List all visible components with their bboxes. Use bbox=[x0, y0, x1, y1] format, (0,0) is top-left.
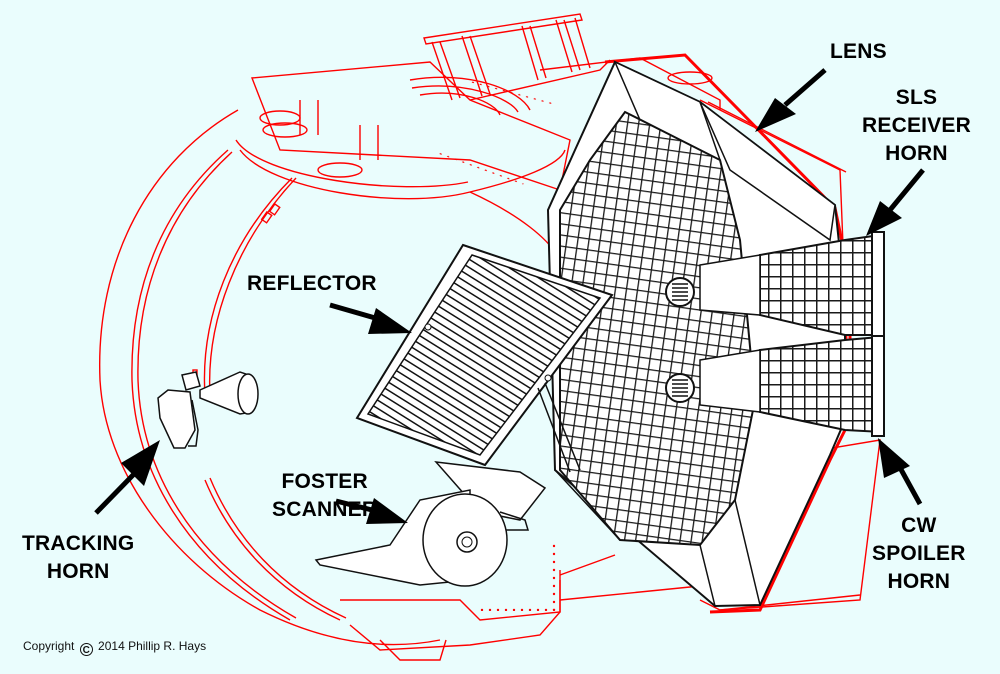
label-line: LENS bbox=[830, 40, 887, 63]
label-line: SPOILER bbox=[872, 542, 966, 565]
housing-rivets bbox=[438, 78, 560, 611]
label-line: REFLECTOR bbox=[247, 272, 377, 295]
copyright-prefix: Copyright bbox=[23, 639, 75, 653]
arrow-lens bbox=[755, 68, 827, 132]
label-line: CW bbox=[901, 514, 937, 537]
callout-arrows bbox=[94, 68, 925, 524]
label-line: RECEIVER bbox=[862, 114, 971, 137]
label-line: HORN bbox=[887, 570, 951, 593]
arrow-tracking-horn bbox=[94, 440, 160, 515]
label-lens: LENS bbox=[830, 38, 887, 66]
lens-assembly bbox=[546, 53, 852, 614]
sls-receiver-horn bbox=[665, 231, 885, 337]
label-line: SLS bbox=[895, 86, 938, 109]
label-reflector: REFLECTOR bbox=[247, 270, 377, 298]
label-line: TRACKING bbox=[22, 532, 135, 555]
reflector-panel bbox=[355, 243, 614, 473]
copyright-text: 2014 Phillip R. Hays bbox=[98, 639, 207, 653]
label-tracking-horn: TRACKING HORN bbox=[22, 530, 134, 586]
tracking-horn bbox=[157, 371, 259, 449]
foster-scanner bbox=[314, 461, 547, 587]
copyright-notice: Copyright C 2014 Phillip R. Hays bbox=[23, 639, 206, 656]
arrow-sls-horn bbox=[866, 168, 925, 236]
arrow-cw-horn bbox=[878, 438, 923, 506]
label-line: SCANNER bbox=[272, 498, 378, 521]
arrow-foster-scanner bbox=[335, 498, 408, 524]
copyright-icon: C bbox=[79, 643, 93, 656]
label-foster-scanner: FOSTER SCANNER bbox=[272, 468, 377, 524]
label-line: HORN bbox=[46, 560, 110, 583]
arrow-reflector bbox=[329, 302, 412, 334]
label-line: HORN bbox=[885, 142, 948, 165]
label-line: FOSTER bbox=[281, 470, 368, 493]
label-sls-receiver-horn: SLS RECEIVER HORN bbox=[862, 84, 971, 168]
label-cw-spoiler-horn: CW SPOILER HORN bbox=[872, 512, 966, 596]
cw-spoiler-horn bbox=[665, 335, 885, 437]
